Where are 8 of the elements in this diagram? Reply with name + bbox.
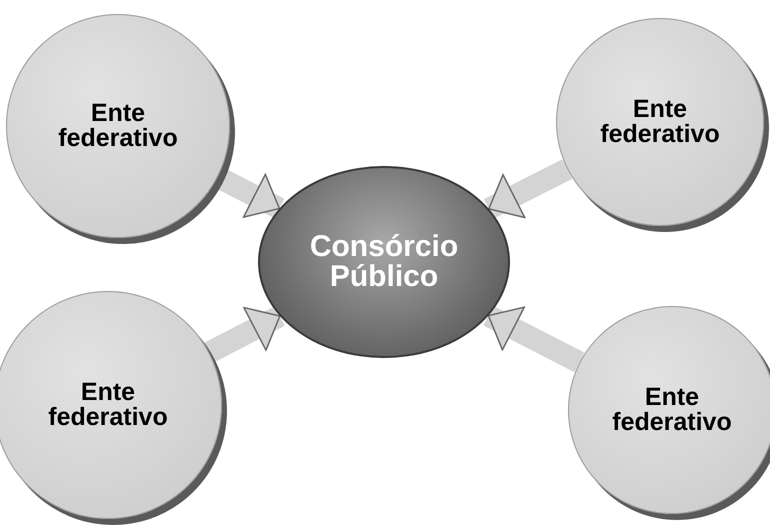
node-label: Consórcio Público bbox=[308, 232, 460, 292]
node-label: Ente federativo bbox=[47, 380, 169, 430]
node-label: Ente federativo bbox=[611, 385, 733, 435]
block-arrow bbox=[484, 159, 572, 219]
block-arrow bbox=[483, 306, 585, 372]
block-arrow bbox=[204, 306, 285, 362]
node-label: Ente federativo bbox=[599, 97, 721, 147]
node-label: Ente federativo bbox=[57, 101, 179, 151]
